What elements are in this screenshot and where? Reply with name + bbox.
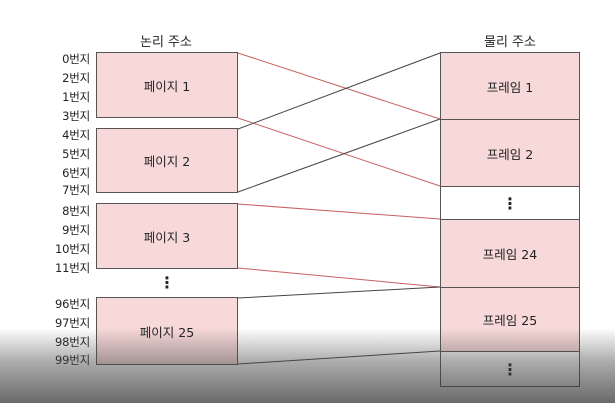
mapping-line-page2-frame1 bbox=[237, 52, 441, 130]
frame-label: 프레임 25 bbox=[482, 313, 538, 328]
address-label: 6번지 bbox=[62, 166, 90, 180]
logical-ellipsis: ⋮ bbox=[159, 273, 175, 292]
mapping-line-page25-frame24 bbox=[237, 286, 441, 299]
address-label: 99번지 bbox=[55, 353, 90, 367]
mapping-line-page2-frame1 bbox=[237, 118, 441, 193]
address-label: 96번지 bbox=[55, 297, 90, 311]
mapping-line-page1-frame2 bbox=[237, 52, 441, 120]
logical-address-title: 논리 주소 bbox=[140, 35, 192, 50]
frame-label: 프레임 1 bbox=[486, 79, 534, 95]
address-label: 97번지 bbox=[55, 316, 90, 330]
address-label: 8번지 bbox=[62, 204, 90, 218]
page-label: 페이지 25 bbox=[139, 324, 195, 340]
address-label: 1번지 bbox=[62, 90, 90, 104]
physical-address-title: 물리 주소 bbox=[484, 35, 536, 50]
address-label: 2번지 bbox=[62, 71, 90, 85]
mapping-line-page3-frame25 bbox=[237, 203, 441, 220]
address-label: 7번지 bbox=[62, 183, 90, 197]
physical-blank-slot: ⋮ bbox=[440, 351, 580, 387]
address-label: 0번지 bbox=[62, 52, 90, 66]
logical-page-box: 페이지 3 bbox=[96, 203, 238, 269]
frame-ellipsis: ⋮ bbox=[502, 359, 518, 379]
address-label: 4번지 bbox=[62, 128, 90, 142]
frame-label: 프레임 2 bbox=[486, 146, 534, 162]
mapping-line-page25-frame24 bbox=[237, 350, 441, 365]
page-label: 페이지 1 bbox=[143, 78, 191, 94]
logical-page-box: 페이지 1 bbox=[96, 52, 238, 118]
page-label: 페이지 2 bbox=[143, 154, 191, 169]
physical-blank-slot: ⋮ bbox=[440, 186, 580, 220]
address-label: 10번지 bbox=[55, 242, 90, 256]
physical-frame-box: 프레임 24 bbox=[440, 219, 580, 288]
frame-ellipsis: ⋮ bbox=[502, 193, 518, 213]
page-label: 페이지 3 bbox=[143, 229, 191, 245]
logical-page-box: 페이지 25 bbox=[96, 297, 238, 365]
logical-page-box: 페이지 2 bbox=[96, 128, 238, 193]
physical-frame-box: 프레임 2 bbox=[440, 119, 580, 187]
address-label: 11번지 bbox=[55, 261, 90, 275]
address-label: 5번지 bbox=[62, 147, 90, 161]
frame-label: 프레임 24 bbox=[482, 247, 538, 262]
address-label: 3번지 bbox=[62, 109, 90, 123]
mapping-line-page3-frame25 bbox=[237, 267, 441, 288]
address-label: 9번지 bbox=[62, 223, 90, 237]
mapping-line-page1-frame2 bbox=[237, 117, 441, 187]
physical-frame-box: 프레임 1 bbox=[440, 52, 580, 120]
physical-frame-box: 프레임 25 bbox=[440, 287, 580, 352]
address-label: 98번지 bbox=[55, 335, 90, 349]
